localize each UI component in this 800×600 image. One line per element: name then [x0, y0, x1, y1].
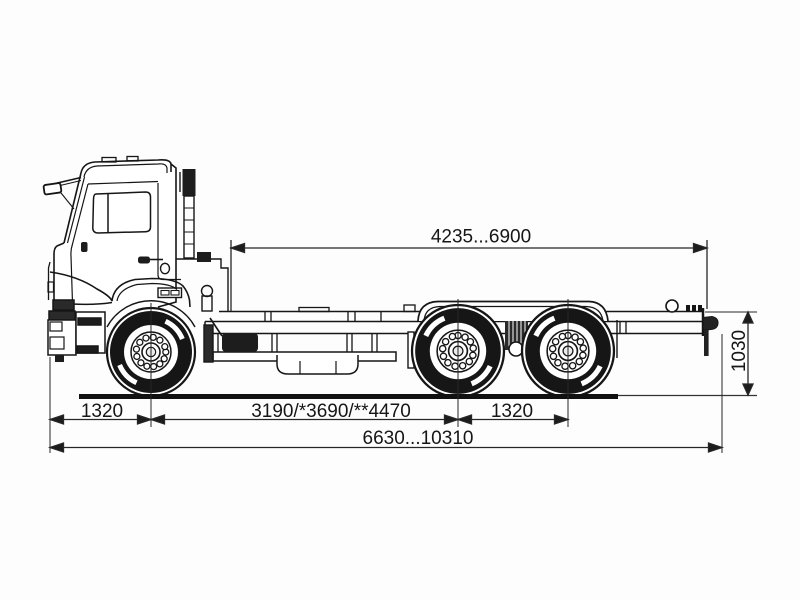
- dim-top-span: 4235...6900: [431, 227, 531, 248]
- behind-cab-equipment: [176, 252, 258, 352]
- air-intake-stack: [179, 169, 196, 259]
- front-bumper: [47, 299, 77, 362]
- front-fender: [49, 271, 196, 328]
- rear-coupling: [665, 299, 719, 356]
- dim-front-overhang: 1320: [81, 401, 123, 422]
- dim-frame-height: 1030: [729, 330, 750, 372]
- cab: [42, 155, 183, 308]
- dim-wheelbase: 3190/*3690/**4470: [251, 401, 411, 422]
- cab-steps: [75, 311, 106, 354]
- dim-overall-length: 6630...10310: [363, 428, 474, 449]
- fuel-tank-straps: [299, 361, 337, 374]
- dimension-labels: 4235...6900 1030 1320 3190/*3690/**4470 …: [81, 227, 750, 450]
- tow-hook: [702, 315, 719, 331]
- dim-rear-bogie: 1320: [491, 401, 533, 422]
- fuel-tank: [276, 355, 359, 375]
- dimension-lines: [49, 240, 757, 453]
